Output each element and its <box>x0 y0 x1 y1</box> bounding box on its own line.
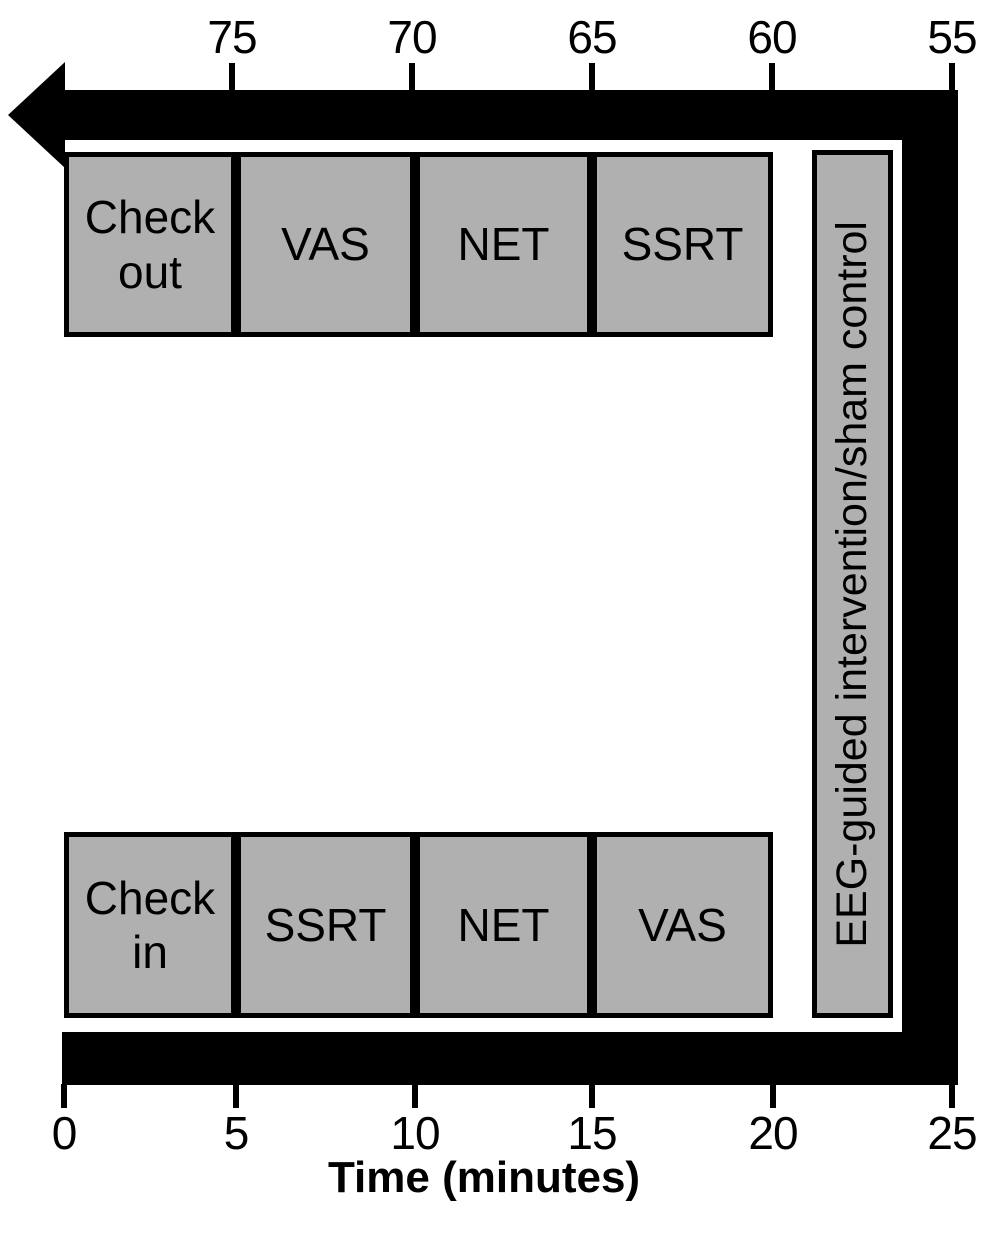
bottom-axis-label-15: 15 <box>567 1107 617 1159</box>
top-axis-tick <box>229 63 235 92</box>
task-box-label: Check in <box>84 871 216 978</box>
task-box-vas-return: VAS <box>236 152 415 337</box>
arrow-bottom-bar <box>62 1032 958 1085</box>
top-axis-label-60: 60 <box>747 11 797 63</box>
top-axis-label-65: 65 <box>567 11 617 63</box>
top-axis-label-55: 55 <box>927 11 977 63</box>
top-axis-tick <box>589 63 595 92</box>
arrow-head-icon <box>8 62 65 168</box>
task-box-label: SSRT <box>621 218 744 271</box>
task-box-check-in: Check in <box>64 832 236 1018</box>
time-axis-title: Time (minutes) <box>327 1153 641 1202</box>
bottom-axis-tick <box>233 1084 239 1108</box>
task-box-net-outbound: NET <box>415 832 592 1018</box>
top-axis-label-70: 70 <box>387 11 437 63</box>
task-box-label: NET <box>457 898 550 951</box>
bottom-axis-label-25: 25 <box>927 1107 977 1159</box>
task-box-label: VAS <box>638 898 727 951</box>
bottom-axis-tick <box>61 1084 67 1108</box>
arrow-right-bar <box>902 110 958 1085</box>
intervention-box: EEG-guided intervention/sham control <box>812 150 893 1018</box>
bottom-axis-tick <box>589 1084 595 1108</box>
task-box-net-return: NET <box>415 152 592 337</box>
task-box-label: NET <box>457 218 550 271</box>
task-box-label: SSRT <box>264 898 387 951</box>
bottom-axis-label-0: 0 <box>51 1107 78 1159</box>
top-axis-tick <box>949 63 955 92</box>
task-box-label: VAS <box>281 218 370 271</box>
intervention-box-label: EEG-guided intervention/sham control <box>828 220 876 948</box>
bottom-axis-tick <box>412 1084 418 1108</box>
top-axis-tick <box>769 63 775 92</box>
task-box-vas-outbound: VAS <box>592 832 773 1018</box>
bottom-axis-label-20: 20 <box>748 1107 798 1159</box>
top-axis-tick <box>409 63 415 92</box>
bottom-axis-label-10: 10 <box>390 1107 440 1159</box>
task-box-check-out: Check out <box>64 152 236 337</box>
arrow-top-bar <box>56 90 958 140</box>
task-box-ssrt-outbound: SSRT <box>236 832 415 1018</box>
bottom-axis-tick <box>949 1084 955 1108</box>
bottom-axis-label-5: 5 <box>223 1107 250 1159</box>
bottom-axis-tick <box>770 1084 776 1108</box>
top-axis-label-75: 75 <box>207 11 257 63</box>
task-box-ssrt-return: SSRT <box>592 152 773 337</box>
task-box-label: Check out <box>84 191 216 298</box>
